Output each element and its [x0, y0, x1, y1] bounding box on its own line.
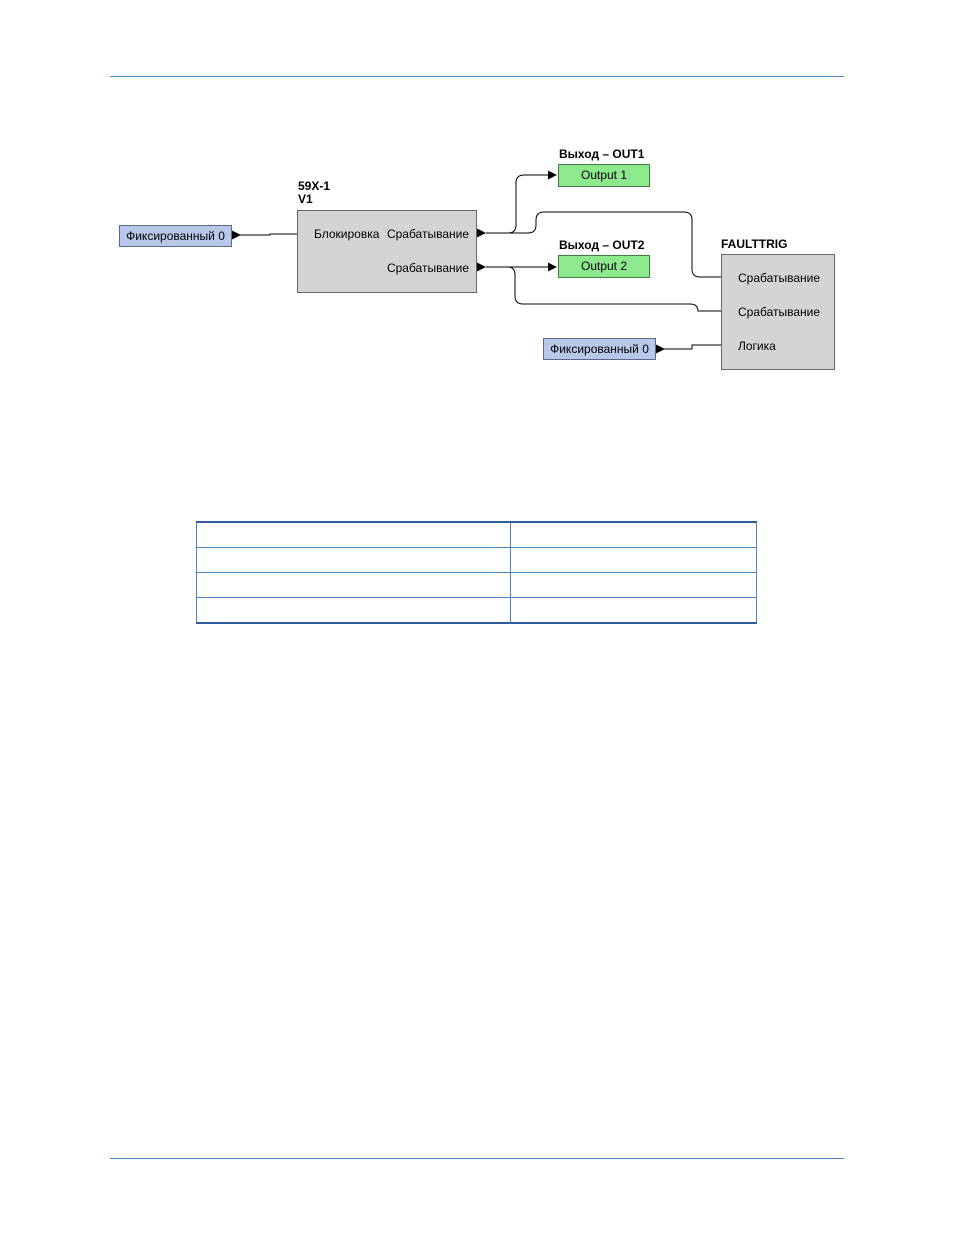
fixed-input-left[interactable]: Фиксированный 0 [119, 225, 232, 247]
port-fixed-right-out [655, 344, 665, 354]
table-cell [196, 547, 511, 573]
table-cell [510, 521, 757, 548]
block-59x1-name: 59X-1 [298, 179, 331, 193]
wire-fixed-to-logic [664, 340, 731, 350]
table-row [196, 572, 757, 598]
fixed-input-right[interactable]: Фиксированный 0 [543, 338, 656, 360]
table-cell [510, 572, 757, 598]
table-cell [196, 521, 511, 548]
block-59x1-output1-label: Срабатывание [386, 227, 469, 241]
footer-rule [110, 1158, 844, 1159]
table-cell [510, 597, 757, 624]
fixed-input-right-label: Фиксированный 0 [550, 342, 649, 356]
fixed-input-left-label: Фиксированный 0 [126, 229, 225, 243]
port-block-out1 [476, 228, 486, 238]
out2-header: Выход – OUT2 [559, 238, 645, 252]
out1-label: Output 1 [580, 168, 628, 182]
logic-wires [231, 170, 731, 354]
out1-box[interactable]: Output 1 [558, 164, 650, 187]
out2-box[interactable]: Output 2 [558, 255, 650, 278]
block-59x1[interactable]: Блокировка Срабатывание Срабатывание [297, 210, 477, 293]
header-rule [110, 76, 844, 77]
table-row [196, 521, 757, 548]
settings-table [196, 521, 757, 624]
faulttrig-input1-label: Срабатывание [738, 271, 821, 285]
wire-fixed-to-block [240, 229, 307, 239]
faulttrig-block[interactable]: Срабатывание Срабатывание Логика [721, 254, 835, 370]
faulttrig-name: FAULTTRIG [721, 237, 788, 251]
table-cell [510, 547, 757, 573]
faulttrig-input3-label: Логика [738, 339, 776, 353]
wire-trip1-to-out1 [486, 170, 557, 234]
wire-trip2-to-faulttrig [486, 266, 731, 316]
out1-header: Выход – OUT1 [559, 147, 645, 161]
table-row [196, 547, 757, 573]
port-fixed-left-out [231, 230, 241, 240]
block-59x1-output2-label: Срабатывание [386, 261, 469, 275]
table-cell [196, 572, 511, 598]
block-59x1-sub: V1 [298, 192, 313, 206]
table-row [196, 597, 757, 624]
port-block-out2 [476, 262, 486, 272]
block-59x1-input-label: Блокировка [314, 227, 380, 241]
table-cell [196, 597, 511, 624]
faulttrig-input2-label: Срабатывание [738, 305, 821, 319]
out2-label: Output 2 [580, 259, 628, 273]
wire-trip1-to-faulttrig [486, 211, 731, 282]
